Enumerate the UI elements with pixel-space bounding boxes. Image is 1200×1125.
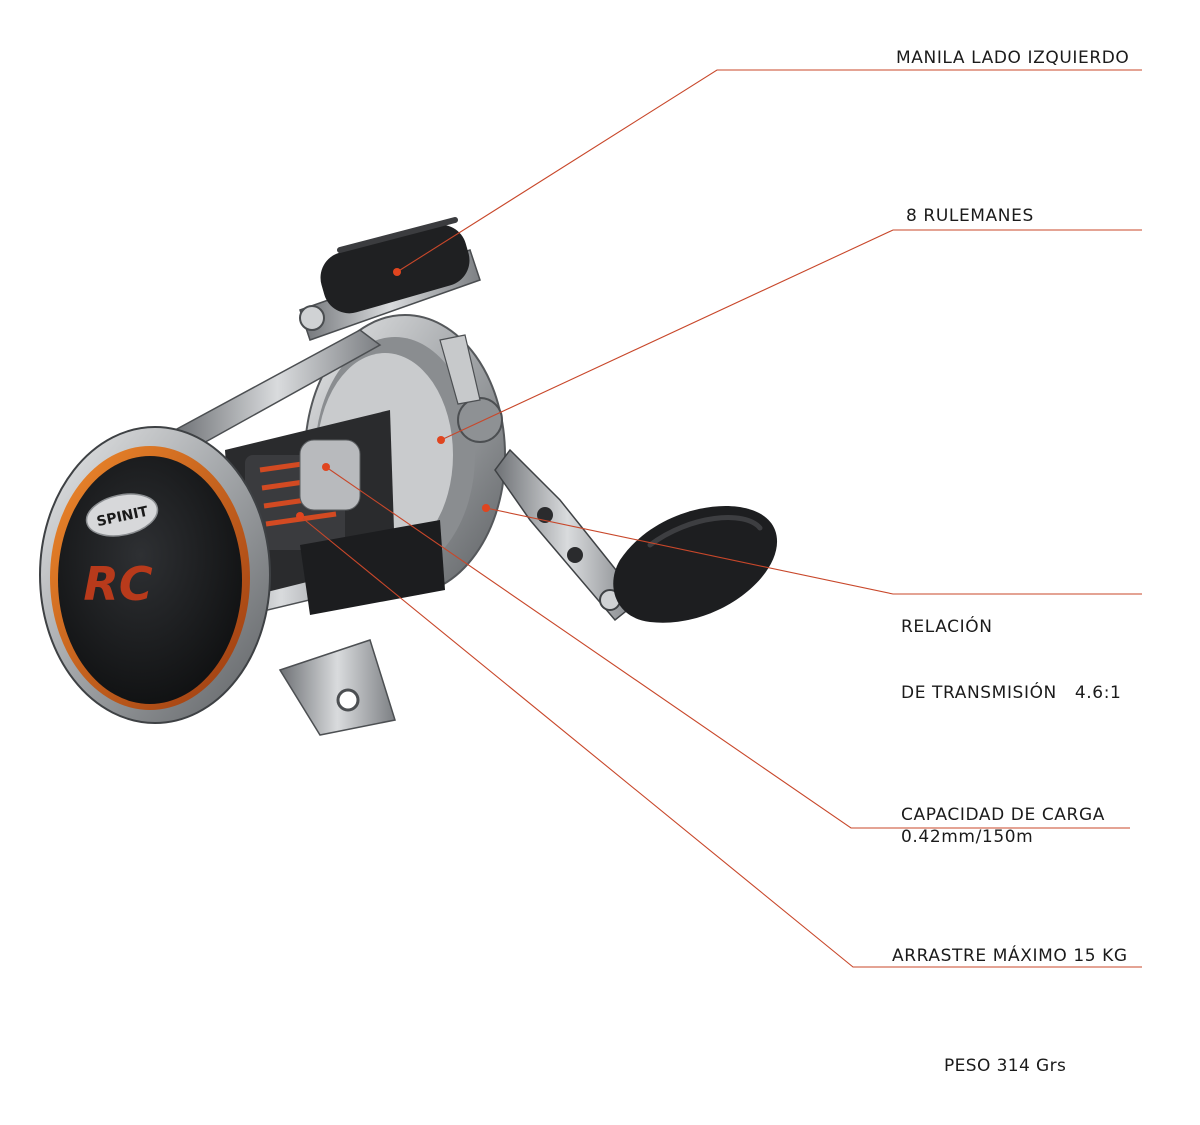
leader-line-capacity [325, 466, 1130, 829]
leader-bearings [440, 229, 1142, 441]
leader-max-drag [299, 515, 1142, 968]
callout-line-capacity: CAPACIDAD DE CARGA 0.42mm/150m [901, 804, 1105, 848]
callout-gear-ratio-line-1: RELACIÓN [901, 617, 993, 637]
callout-max-drag: ARRASTRE MÁXIMO 15 KG [892, 945, 1128, 967]
callout-dots [296, 268, 490, 520]
callout-max-drag-text: ARRASTRE MÁXIMO 15 KG [892, 946, 1128, 966]
callout-line-capacity-line-1: CAPACIDAD DE CARGA [901, 805, 1105, 825]
leader-gear-ratio [485, 507, 1142, 595]
fishing-reel-illustration: SPINIT RC [39, 217, 778, 736]
callout-bearings: 8 RULEMANES [906, 205, 1034, 227]
leader-lines [299, 69, 1142, 968]
callout-line-capacity-line-2: 0.42mm/150m [901, 827, 1034, 847]
callout-bearings-text: 8 RULEMANES [906, 206, 1034, 226]
dot-bearings [437, 436, 445, 444]
callout-handle-side: MANILA LADO IZQUIERDO [896, 47, 1129, 69]
weight-label: PESO 314 Grs [944, 1055, 1066, 1077]
dot-max-drag [296, 512, 304, 520]
callout-gear-ratio-line-2: DE TRANSMISIÓN 4.6:1 [901, 683, 1122, 703]
dot-handle-side [393, 268, 401, 276]
dot-gear-ratio [482, 504, 490, 512]
model-logo-text: RC [83, 557, 152, 611]
leader-handle-side [396, 69, 1142, 273]
callout-gear-ratio: RELACIÓN DE TRANSMISIÓN 4.6:1 [901, 572, 1121, 726]
weight-text: PESO 314 Grs [944, 1056, 1067, 1076]
dot-line-capacity [322, 463, 330, 471]
callout-handle-side-text: MANILA LADO IZQUIERDO [896, 48, 1130, 68]
